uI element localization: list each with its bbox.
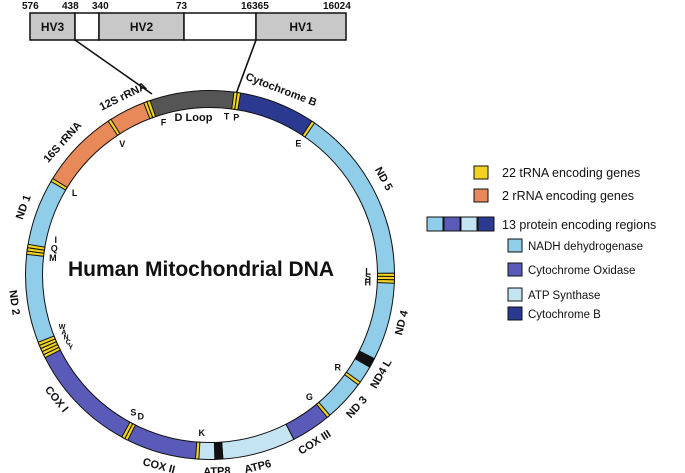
hv-region-gap-2 <box>183 12 257 41</box>
segment-atp8-marker <box>213 441 224 460</box>
segment-16s-rrna <box>51 119 120 190</box>
trna-letter-l1: L <box>72 188 78 198</box>
legend-label-rrna: 2 rRNA encoding genes <box>502 189 634 203</box>
trna-band-r-1 <box>343 371 361 386</box>
zoom-line-left <box>74 39 153 95</box>
trna-letter-h: H <box>365 278 372 288</box>
trna-letter-e: E <box>295 138 301 148</box>
trna-band-m-q-i-3 <box>26 243 46 251</box>
legend-label-nadh: NADH dehydrogenase <box>528 241 643 253</box>
trna-letter-t: T <box>224 111 230 121</box>
legend-swatch-protein-cox <box>443 216 461 232</box>
trna-letter-a: A <box>61 329 66 336</box>
hv-label-hv2: HV2 <box>130 20 154 34</box>
hv-region-gap-1 <box>74 12 100 41</box>
hv-pos-576: 576 <box>22 1 39 12</box>
legend-swatch-protein-atp <box>460 216 478 232</box>
trna-band-t-p-2 <box>234 91 242 111</box>
trna-letter-r: R <box>335 362 342 372</box>
trna-band-e-1 <box>301 120 316 138</box>
label-nd5: ND 5 <box>372 165 395 193</box>
trna-letter-q: Q <box>51 243 58 253</box>
trna-letter-d: D <box>137 411 144 421</box>
legend-label-trna: 22 tRNA encoding genes <box>502 166 640 180</box>
label-nd2: ND 2 <box>6 289 21 315</box>
trna-letter-l2: L <box>365 267 371 277</box>
zoom-line-right <box>235 39 257 95</box>
segment-nd4 <box>358 277 395 360</box>
legend-label-protein: 13 protein encoding regions <box>502 218 656 232</box>
trna-letter-n: N <box>63 334 68 341</box>
legend-swatch-nadh <box>507 238 523 253</box>
trna-band-g-1 <box>315 401 331 419</box>
trna-letter-v: V <box>119 139 125 149</box>
label-nd1: ND 1 <box>14 193 34 221</box>
legend-swatch-rrna <box>473 188 489 203</box>
label-d-loop: D Loop <box>175 112 213 124</box>
trna-letter-m: M <box>49 253 57 263</box>
diagram-title: Human Mitochondrial DNA <box>68 258 334 281</box>
label-atp8: ATP8 <box>203 465 231 473</box>
legend-swatch-trna <box>473 165 489 180</box>
trna-letter-i: I <box>54 235 57 245</box>
label-cox2: COX II <box>141 456 176 473</box>
segment-nd1 <box>26 179 68 253</box>
legend-label-cytb: Cytochrome B <box>528 309 601 321</box>
trna-letter-c: C <box>66 339 71 346</box>
trna-letter-s1: S <box>130 408 136 418</box>
trna-band-h-s-l-3 <box>376 278 395 284</box>
hv-pos-73: 73 <box>176 1 188 12</box>
trna-letter-w: W <box>59 324 66 331</box>
hv-pos-340: 340 <box>92 1 109 12</box>
hv-label-hv3: HV3 <box>41 20 65 34</box>
hv-pos-16024: 16024 <box>323 1 351 12</box>
legend-swatch-protein-nadh <box>426 216 444 232</box>
legend-swatch-cox <box>507 262 523 277</box>
trna-letter-k: K <box>198 428 205 438</box>
trna-band-f-2 <box>146 99 157 119</box>
legend: 22 tRNA encoding genes 2 rRNA encoding g… <box>426 165 656 321</box>
hv-region-hv2 <box>98 12 185 41</box>
trna-letter-f: F <box>161 117 167 127</box>
hv-pos-16365: 16365 <box>241 1 269 12</box>
segment-atp6 <box>221 423 295 460</box>
label-atp6: ATP6 <box>243 458 272 473</box>
mtdna-ring <box>25 90 395 461</box>
segment-nd5 <box>302 121 395 279</box>
trna-letter-p: P <box>233 113 239 123</box>
trna-band-v-1 <box>107 118 121 137</box>
legend-swatch-atp <box>507 287 523 302</box>
segment-cox2 <box>122 422 199 460</box>
hv-bar: HV3 HV2 HV1 576 438 340 73 16365 16024 <box>22 1 351 95</box>
trna-band-k-1 <box>194 441 201 460</box>
label-nd4: ND 4 <box>393 308 411 336</box>
legend-swatch-protein-cytb <box>477 216 495 232</box>
hv-region-hv3 <box>29 12 76 41</box>
hv-region-hv1 <box>255 12 347 41</box>
segment-nd2 <box>25 248 58 351</box>
trna-letter-s2: S <box>365 272 371 282</box>
hv-pos-438: 438 <box>62 1 79 12</box>
trna-band-wancy-5 <box>37 335 56 347</box>
trna-band-l-1 <box>50 177 68 191</box>
trna-band-s-d-2 <box>121 421 134 440</box>
trna-letter-g: G <box>306 392 313 402</box>
trna-letter-y: Y <box>68 344 73 351</box>
legend-label-cox: Cytochrome Oxidase <box>528 265 635 277</box>
hv-label-hv1: HV1 <box>289 20 313 34</box>
legend-label-atp: ATP Synthase <box>528 290 600 302</box>
legend-swatch-cytb <box>507 306 523 321</box>
